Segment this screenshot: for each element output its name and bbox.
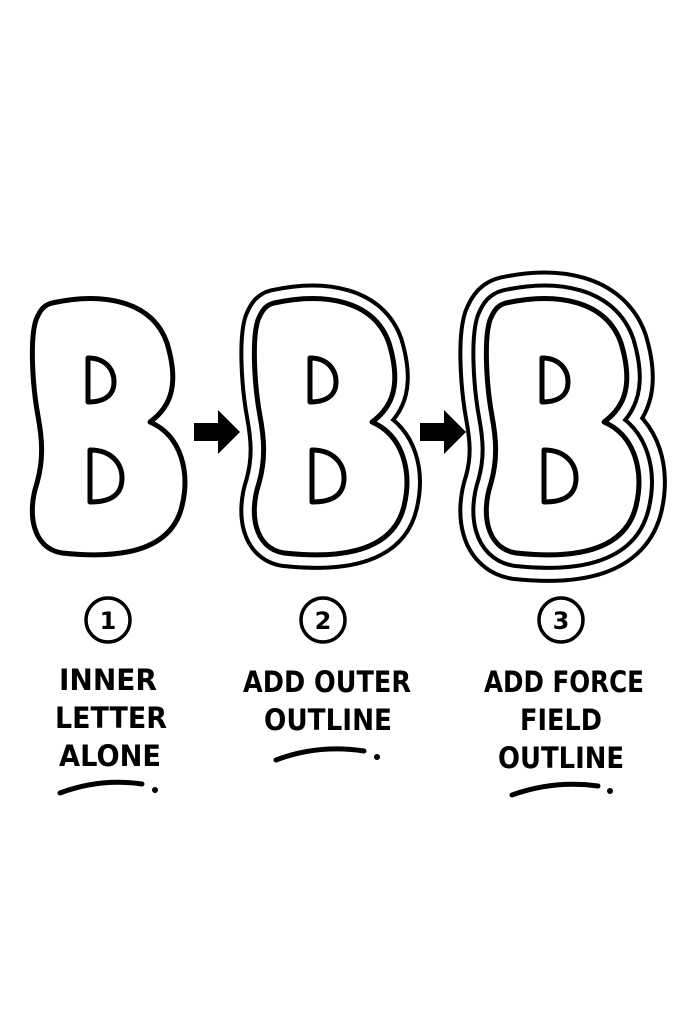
step-1-label: INNER LETTER ALONE (55, 663, 167, 796)
step-2-number-badge: 2 (299, 596, 347, 644)
step-2-label-line-2: OUTLINE (264, 703, 392, 737)
step-2-letter (254, 299, 407, 555)
step-3-number-badge: 3 (537, 596, 585, 644)
step-1-number-badge: 1 (84, 596, 132, 644)
step-1-underline-dot (152, 787, 158, 793)
step-1-label-line-2: LETTER (55, 701, 167, 735)
step-1-underline (57, 779, 145, 796)
step-3-underline-dot (607, 788, 613, 794)
step-3-label: ADD FORCE FIELD OUTLINE (484, 665, 644, 798)
step-2-underline-dot (374, 754, 380, 760)
step-2-underline (273, 746, 367, 763)
step-2-number: 2 (315, 607, 332, 635)
step-2-label: ADD OUTER OUTLINE (243, 665, 411, 763)
step-2-label-line-1: ADD OUTER (243, 665, 411, 699)
step-3-number: 3 (553, 607, 570, 635)
step-3-label-line-1: ADD FORCE (484, 665, 644, 699)
step-1-letter (32, 299, 185, 555)
right-arrow-icon (420, 410, 466, 454)
right-arrow-icon (194, 410, 240, 454)
step-1-label-line-3: ALONE (59, 739, 161, 773)
step-3-label-line-3: OUTLINE (498, 741, 624, 775)
step-3-letter (486, 299, 639, 555)
step-3-label-line-2: FIELD (520, 703, 602, 737)
step-1-label-line-1: INNER (59, 663, 157, 697)
step-1-number: 1 (100, 607, 117, 635)
step-3-underline (509, 781, 601, 798)
